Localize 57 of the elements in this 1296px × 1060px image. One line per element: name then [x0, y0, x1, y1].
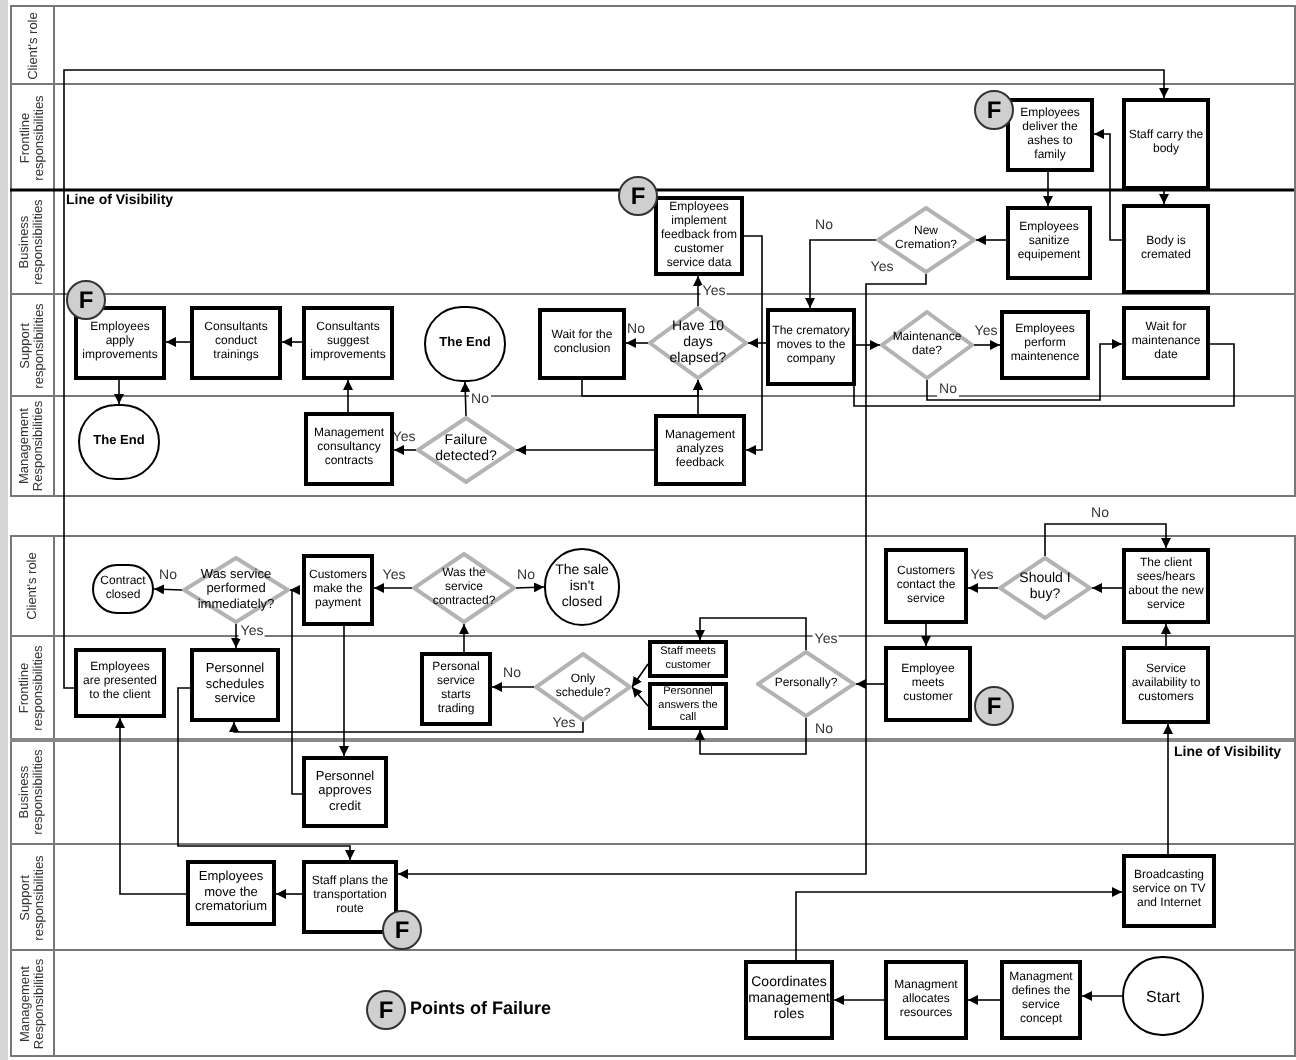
arrow — [1081, 991, 1123, 1001]
legend-label: Points of Failure — [410, 1000, 552, 1018]
arrow — [1093, 129, 1123, 241]
arrow — [975, 235, 1007, 245]
arrow — [973, 340, 1001, 350]
arrow — [1163, 723, 1173, 855]
arrow — [397, 273, 927, 879]
arrow — [625, 338, 649, 348]
arrow — [339, 625, 349, 757]
failure-badge: F — [366, 990, 406, 1030]
arrow — [373, 583, 413, 593]
arrow — [967, 583, 999, 593]
connector-line — [853, 343, 1235, 407]
arrow — [695, 717, 807, 755]
arrow — [795, 887, 1123, 961]
arrow — [743, 235, 763, 455]
arrow — [695, 617, 807, 651]
arrow — [926, 339, 1123, 401]
arrow — [515, 582, 545, 593]
arrow — [229, 721, 584, 733]
arrow — [177, 687, 355, 861]
failure-badge: F — [66, 280, 106, 320]
arrow — [631, 663, 649, 688]
failure-badge: F — [618, 176, 658, 216]
failure-badge: F — [974, 90, 1014, 130]
arrow — [114, 379, 124, 405]
failure-badge: F — [382, 910, 422, 950]
arrow — [967, 995, 1001, 1005]
arrow — [63, 69, 1169, 689]
arrow — [1159, 189, 1169, 205]
arrow — [393, 445, 417, 455]
arrow — [115, 717, 187, 895]
arrow — [1091, 583, 1123, 593]
arrow — [581, 379, 703, 397]
failure-badge: F — [974, 686, 1014, 726]
arrow — [805, 239, 877, 309]
arrow — [153, 584, 183, 595]
arrow — [343, 379, 353, 413]
arrow — [460, 381, 471, 417]
arrow — [515, 445, 655, 455]
arrow — [275, 889, 303, 899]
arrow — [231, 623, 241, 649]
arrow — [165, 337, 191, 347]
arrow — [281, 337, 303, 347]
arrow — [855, 679, 885, 689]
arrow — [491, 682, 535, 692]
arrow — [1043, 171, 1053, 207]
arrow — [289, 585, 303, 795]
arrow — [1161, 623, 1171, 647]
arrow — [459, 623, 469, 653]
arrow — [747, 338, 767, 348]
arrow — [855, 340, 881, 350]
arrow — [833, 995, 885, 1005]
arrow — [921, 623, 931, 647]
arrow — [693, 275, 703, 307]
arrow — [1044, 523, 1171, 557]
arrow — [631, 686, 649, 707]
